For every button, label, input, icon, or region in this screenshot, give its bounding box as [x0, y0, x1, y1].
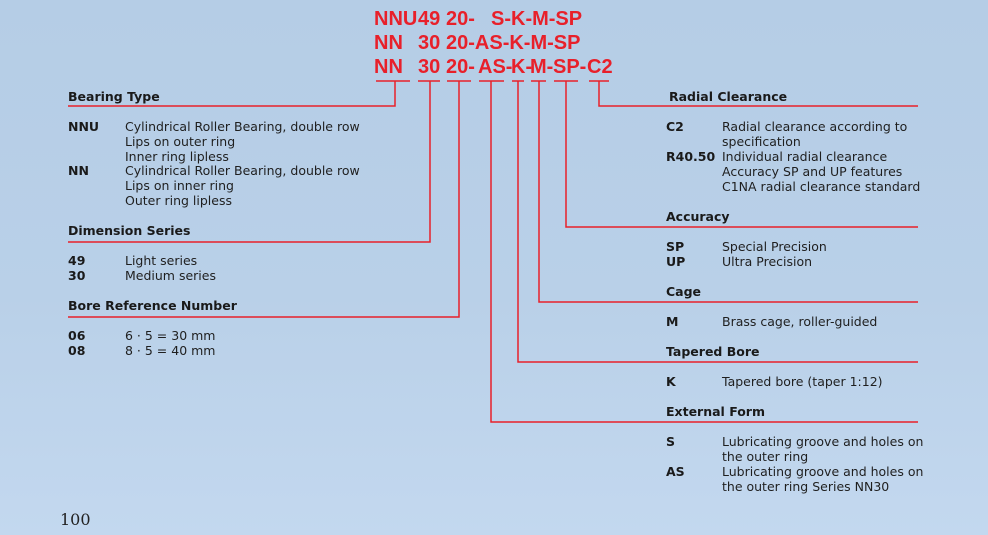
cage-key-m: M [666, 314, 679, 329]
tapered-bore-k-text: Tapered bore (taper 1:12) [722, 374, 883, 389]
code-row3-as: AS- [478, 56, 513, 78]
code-row1-type: NNU [374, 8, 418, 30]
external-form-s-line2: the outer ring [722, 449, 809, 464]
cage-m-text: Brass cage, roller-guided [722, 314, 878, 329]
radial-clearance-key-c2: C2 [666, 119, 684, 134]
external-form-s-line1: Lubricating groove and holes on [722, 434, 924, 449]
external-form-key-as: AS [666, 464, 685, 479]
code-row1-series: 49 [418, 8, 441, 30]
page-number: 100 [60, 510, 91, 529]
code-row3-sp: SP- [553, 56, 587, 78]
external-form-title: External Form [666, 404, 765, 419]
bore-reference-title: Bore Reference Number [68, 298, 237, 313]
tapered-bore-key-k: K [666, 374, 676, 389]
dimension-series-30-text: Medium series [125, 268, 216, 283]
bore-reference-08-text: 8 · 5 = 40 mm [125, 343, 216, 358]
bearing-type-nnu-line2: Lips on outer ring [125, 134, 236, 149]
bearing-type-nn-line2: Lips on inner ring [125, 178, 234, 193]
code-row1-bore: 20- [446, 8, 475, 30]
cage-title: Cage [666, 284, 702, 299]
radial-clearance-r4050-line1: Individual radial clearance [722, 149, 888, 164]
radial-clearance-r4050-line3: C1NA radial clearance standard [722, 179, 921, 194]
code-row2-suffix: 20-AS-K-M-SP [446, 32, 581, 54]
bore-reference-key-06: 06 [68, 328, 86, 343]
bore-reference-06-text: 6 · 5 = 30 mm [125, 328, 216, 343]
accuracy-sp-text: Special Precision [722, 239, 827, 254]
dimension-series-49-text: Light series [125, 253, 198, 268]
radial-clearance-title: Radial Clearance [669, 89, 788, 104]
code-row3-c2: C2 [587, 56, 613, 78]
external-form-as-line1: Lubricating groove and holes on [722, 464, 924, 479]
bearing-type-nnu-line1: Cylindrical Roller Bearing, double row [125, 119, 360, 134]
bore-reference-key-08: 08 [68, 343, 86, 358]
dimension-series-key-49: 49 [68, 253, 86, 268]
external-form-key-s: S [666, 434, 676, 449]
code-row3-k: K- [511, 56, 533, 78]
code-row1-suffix: S-K-M-SP [491, 8, 583, 30]
bearing-type-key-nnu: NNU [68, 119, 100, 134]
accuracy-key-up: UP [666, 254, 686, 269]
tapered-bore-title: Tapered Bore [666, 344, 760, 359]
bearing-type-nnu-line3: Inner ring lipless [125, 149, 229, 164]
radial-clearance-key-r4050: R40.50 [666, 149, 716, 164]
accuracy-key-sp: SP [666, 239, 685, 254]
code-row3-type: NN [374, 56, 403, 78]
bearing-type-title: Bearing Type [68, 89, 160, 104]
code-row3-bore: 20- [446, 56, 475, 78]
bearing-type-key-nn: NN [68, 163, 89, 178]
accuracy-up-text: Ultra Precision [722, 254, 813, 269]
dimension-series-key-30: 30 [68, 268, 86, 283]
dimension-series-title: Dimension Series [68, 223, 191, 238]
radial-clearance-c2-line1: Radial clearance according to [722, 119, 908, 134]
code-row2-type: NN [374, 32, 403, 54]
external-form-as-line2: the outer ring Series NN30 [722, 479, 890, 494]
radial-clearance-c2-line2: specification [722, 134, 801, 149]
bearing-type-nn-line1: Cylindrical Roller Bearing, double row [125, 163, 360, 178]
code-row3-series: 30 [418, 56, 441, 78]
code-row2-series: 30 [418, 32, 441, 54]
bearing-type-nn-line3: Outer ring lipless [125, 193, 232, 208]
radial-clearance-r4050-line2: Accuracy SP and UP features [722, 164, 903, 179]
code-row3-m: M- [530, 56, 554, 78]
accuracy-title: Accuracy [666, 209, 730, 224]
